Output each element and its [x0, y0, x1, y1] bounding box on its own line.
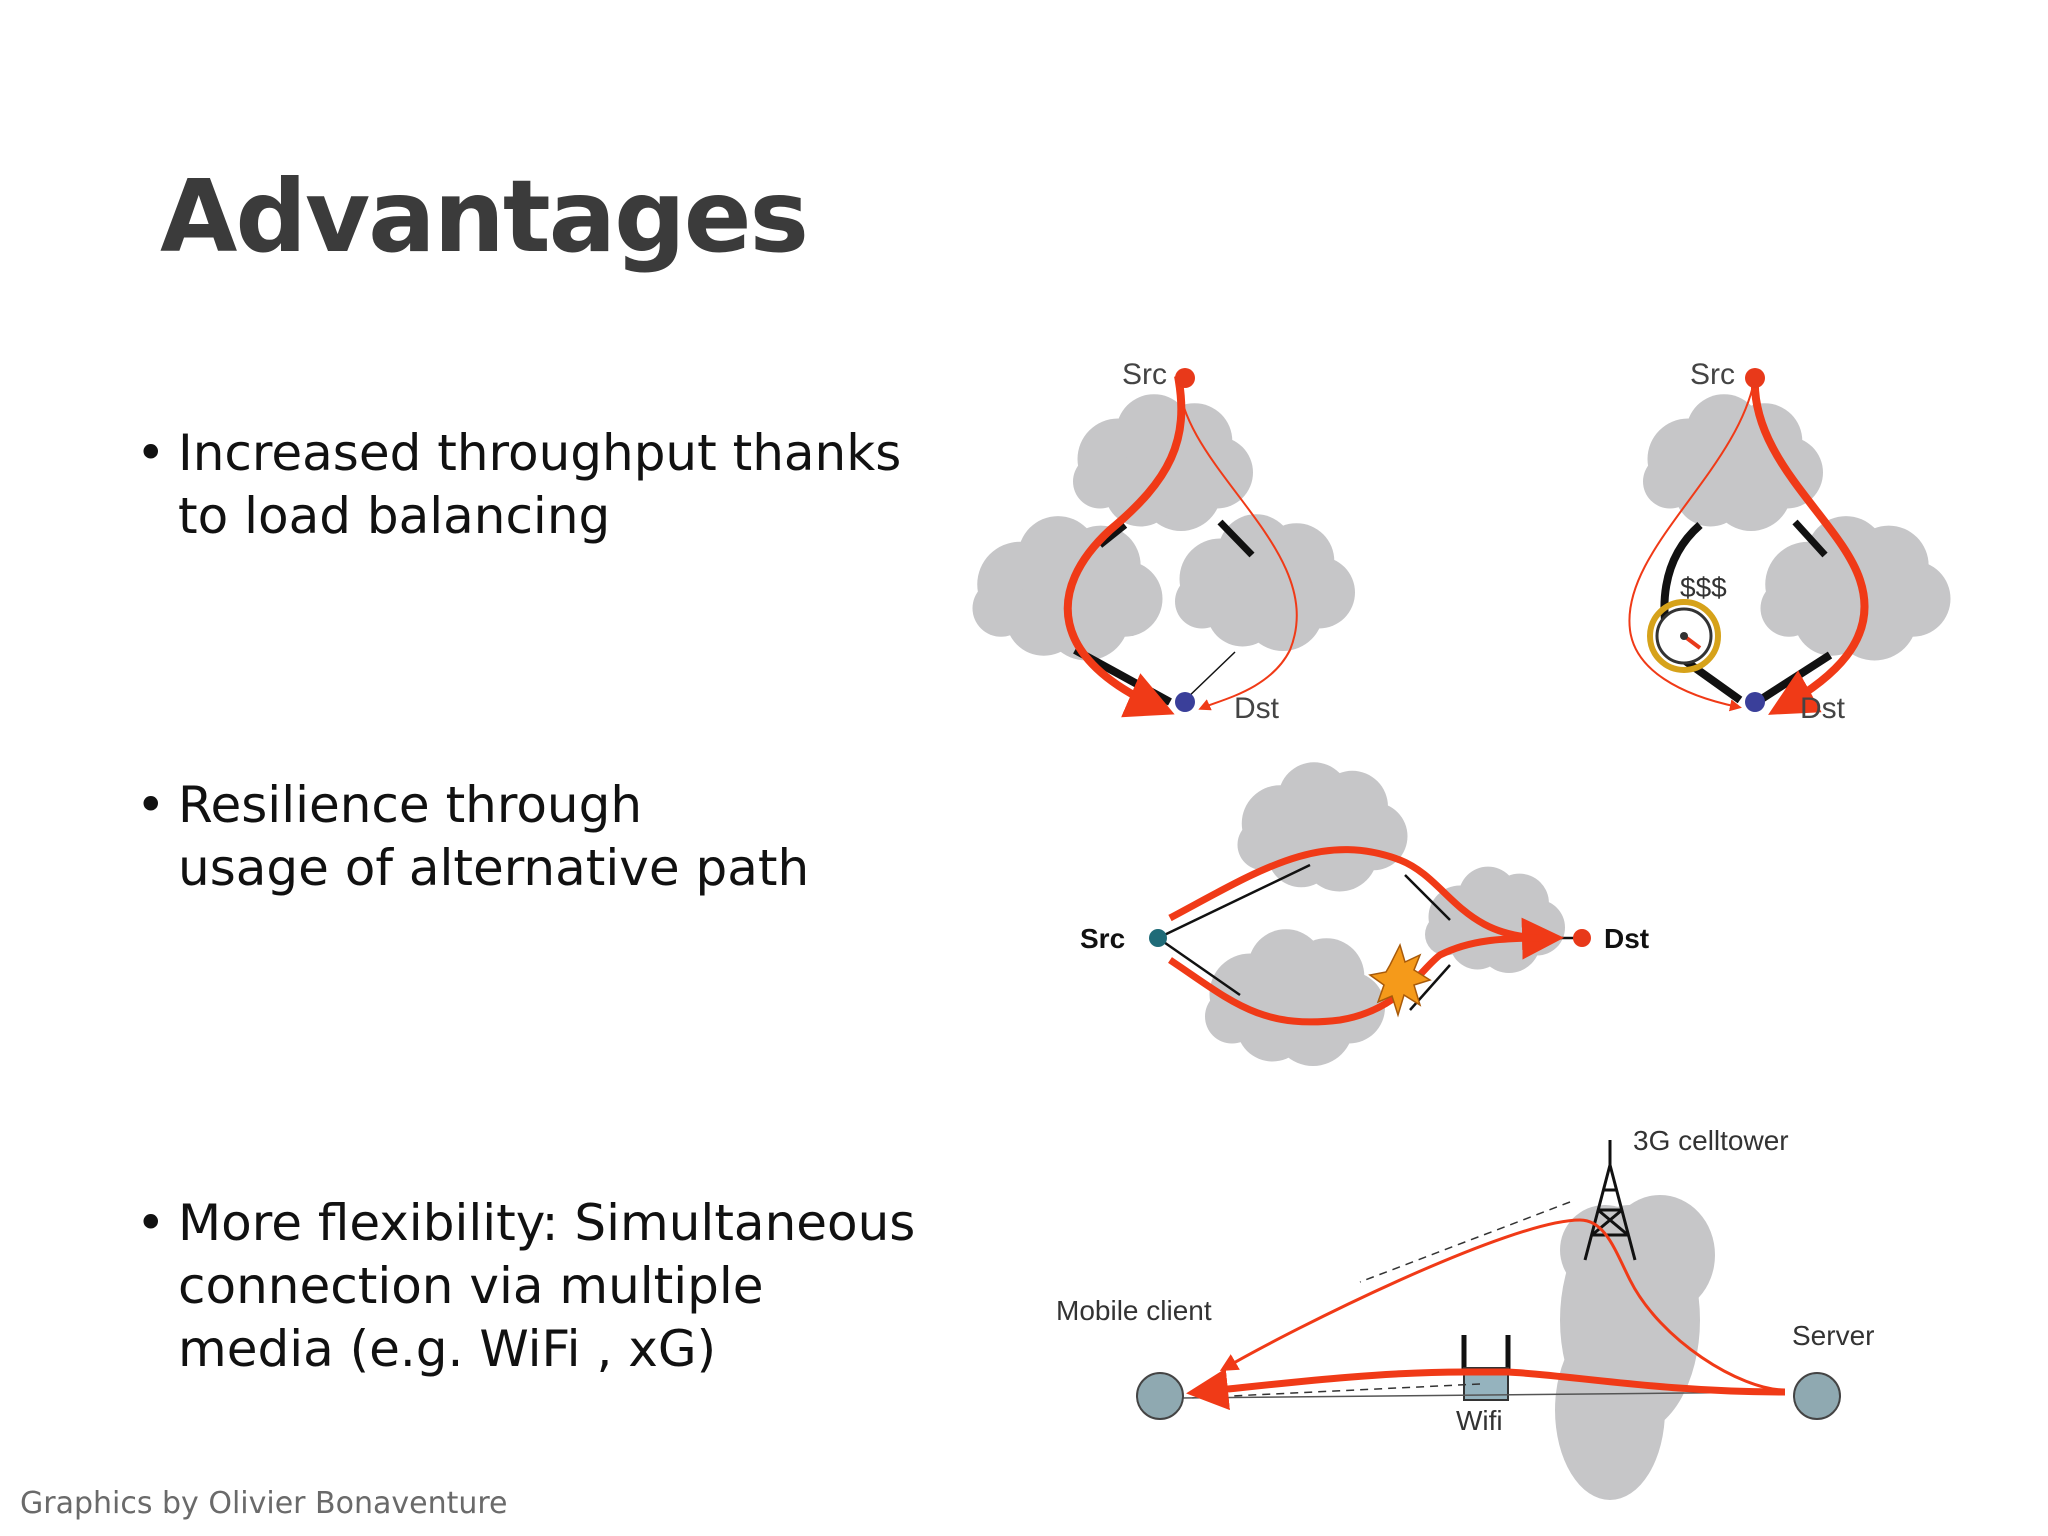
load-balancing-diagram: Src Dst: [972, 358, 1355, 725]
wifi-label: Wifi: [1456, 1405, 1503, 1436]
failure-explosion-icon: [1368, 942, 1432, 1018]
bullet-line: Increased throughput thanks: [178, 424, 902, 482]
src-label: Src: [1080, 923, 1125, 954]
flows: [1628, 375, 1869, 715]
bullet-marker: •: [136, 424, 166, 482]
signaling-arrows: [1189, 1201, 1571, 1399]
server-node: [1793, 1372, 1841, 1420]
links: [1157, 863, 1575, 1011]
bullet-line: usage of alternative path: [178, 839, 810, 897]
bullet-line: Resilience through: [178, 776, 643, 834]
flows: [1063, 375, 1298, 718]
meter-icon: [1647, 599, 1721, 673]
graphics-credit: Graphics by Olivier Bonaventure: [20, 1486, 508, 1521]
network-clouds: [1205, 762, 1565, 1066]
dst-node: [1745, 692, 1765, 712]
cost-label: $$$: [1680, 572, 1727, 603]
dst-node: [1573, 929, 1591, 947]
bullet-resilience: • Resilience through usage of alternativ…: [136, 774, 809, 900]
src-node: [1149, 929, 1167, 947]
resilience-diagram: Src Dst: [1080, 762, 1649, 1066]
wireless-diagram: 3G celltower Mobile client Server Wifi: [1056, 1125, 1874, 1500]
flows: [1186, 1218, 1786, 1411]
bullet-throughput: • Increased throughput thanks to load ba…: [136, 422, 901, 548]
src-label: Src: [1122, 358, 1167, 391]
bullet-line: connection via multiple: [178, 1257, 764, 1315]
bullet-flexibility: • More flexibility: Simultaneous connect…: [136, 1192, 915, 1381]
slide-title: Advantages: [160, 158, 809, 275]
bullet-marker: •: [136, 776, 166, 834]
internet-cloud: [1555, 1195, 1715, 1500]
client-label: Mobile client: [1056, 1295, 1212, 1326]
dst-label: Dst: [1604, 923, 1649, 954]
bullet-line: More flexibility: Simultaneous: [178, 1194, 916, 1252]
network-clouds: [972, 394, 1355, 661]
mobile-client-node: [1136, 1372, 1184, 1420]
server-label: Server: [1792, 1320, 1874, 1351]
bullet-marker: •: [136, 1194, 166, 1252]
wifi-link: [1179, 1391, 1786, 1399]
cost-diagram: $$$ Src Dst: [1628, 358, 1951, 725]
src-node: [1175, 368, 1195, 388]
dst-node: [1175, 692, 1195, 712]
src-label: Src: [1690, 358, 1735, 391]
dst-label: Dst: [1800, 692, 1846, 725]
cell-tower-icon: [1583, 1140, 1637, 1261]
wifi-ap-icon: [1461, 1335, 1511, 1401]
bullet-line: to load balancing: [178, 487, 611, 545]
bullet-line: media (e.g. WiFi , xG): [178, 1320, 717, 1378]
tower-label: 3G celltower: [1633, 1125, 1789, 1156]
src-node: [1745, 368, 1765, 388]
dst-label: Dst: [1234, 692, 1280, 725]
